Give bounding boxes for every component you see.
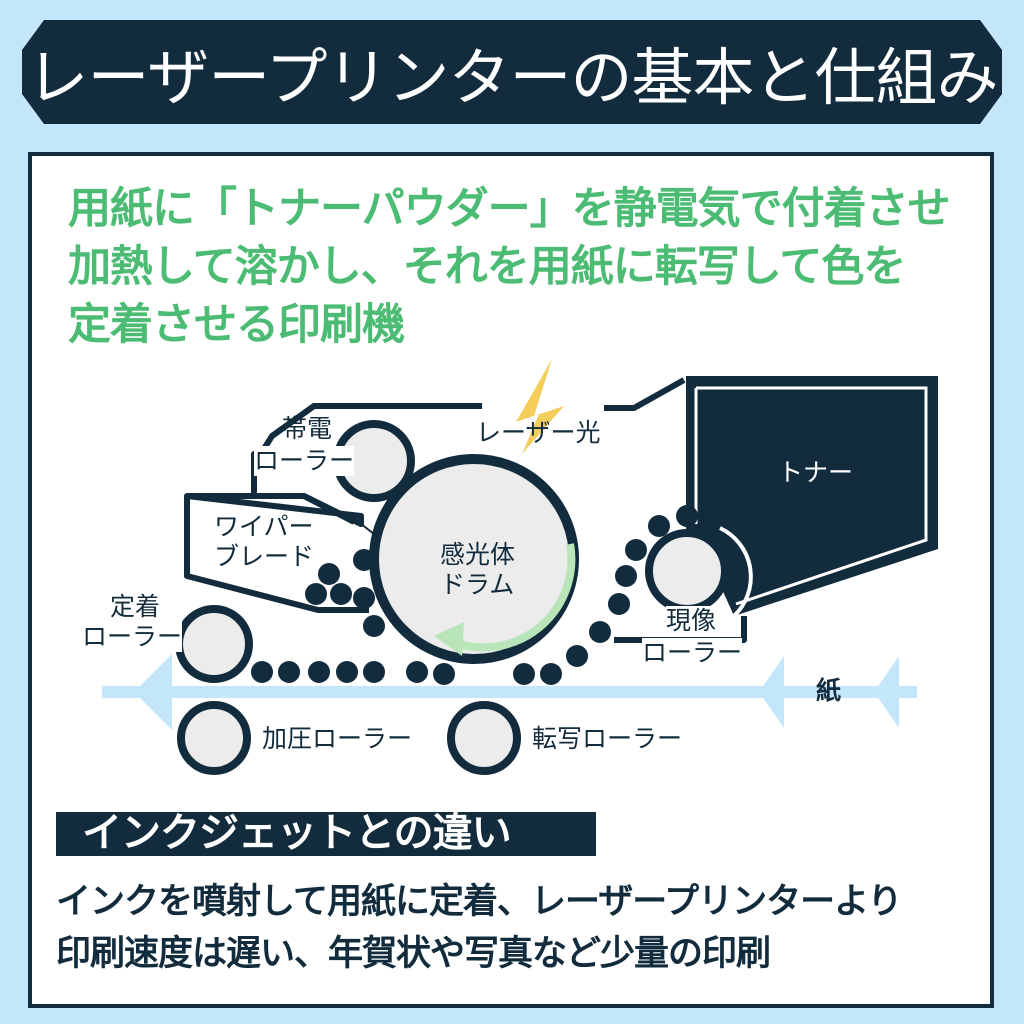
developing-roller <box>645 529 729 613</box>
label-toner: トナー <box>778 458 854 487</box>
toner-particles <box>251 505 698 685</box>
title-banner: レーザープリンターの基本と仕組み <box>22 20 1002 124</box>
label-fixing-roller-2: ローラー <box>82 622 183 652</box>
content-panel: 用紙に「トナーパウダー」を静電気で付着させ 加熱して溶かし、それを用紙に転写して… <box>28 152 994 1008</box>
page-title: レーザープリンターの基本と仕組み <box>26 41 998 114</box>
comparison-heading: インクジェットとの違い <box>82 810 512 856</box>
comparison-line-2: 印刷速度は遅い、年賀状や写真など少量の印刷 <box>56 934 771 974</box>
comparison-body: インクを噴射して用紙に定着、レーザープリンターより 印刷速度は遅い、年賀状や写真… <box>56 876 902 980</box>
label-wiper-blade-1: ワイパー <box>214 512 314 541</box>
paper-path <box>102 654 917 730</box>
lead-line-2: 加熱して溶かし、それを用紙に転写して色を <box>68 242 906 292</box>
lead-line-1: 用紙に「トナーパウダー」を静電気で付着させ <box>68 184 951 234</box>
laser-bolt-icon <box>516 359 564 454</box>
label-developing-roller-1: 現像 <box>666 606 717 636</box>
label-charging-roller-2: ローラー <box>254 446 355 476</box>
label-pressure-roller: 加圧ローラー <box>262 724 413 753</box>
pressure-roller <box>177 701 251 775</box>
label-fixing-roller-1: 定着 <box>110 592 161 621</box>
toner-hopper <box>686 376 938 616</box>
comparison-line-1: インクを噴射して用紙に定着、レーザープリンターより <box>56 882 902 922</box>
label-drum-2: ドラム <box>440 570 515 599</box>
label-wiper-blade-2: ブレード <box>214 542 315 571</box>
printer-diagram <box>102 359 938 775</box>
label-paper: 紙 <box>816 676 842 705</box>
rotation-arrow-icon <box>457 543 576 652</box>
title-banner-shape <box>22 20 1002 124</box>
paper-arrow-icon <box>874 656 899 728</box>
paper-arrow-icon <box>134 654 172 730</box>
label-laser-light: レーザー光 <box>476 418 601 447</box>
lead-line-3: 定着させる印刷機 <box>68 300 405 350</box>
label-developing-roller-2: ローラー <box>642 638 743 668</box>
lead-description: 用紙に「トナーパウダー」を静電気で付着させ 加熱して溶かし、それを用紙に転写して… <box>68 180 951 354</box>
label-drum-1: 感光体 <box>440 540 516 569</box>
paper-arrow-icon <box>759 656 784 728</box>
label-transfer-roller: 転写ローラー <box>532 724 683 753</box>
label-charging-roller-1: 帯電 <box>282 414 333 443</box>
comparison-heading-box: インクジェットとの違い <box>56 810 596 856</box>
transfer-roller <box>447 701 521 775</box>
fixing-roller <box>175 605 253 683</box>
